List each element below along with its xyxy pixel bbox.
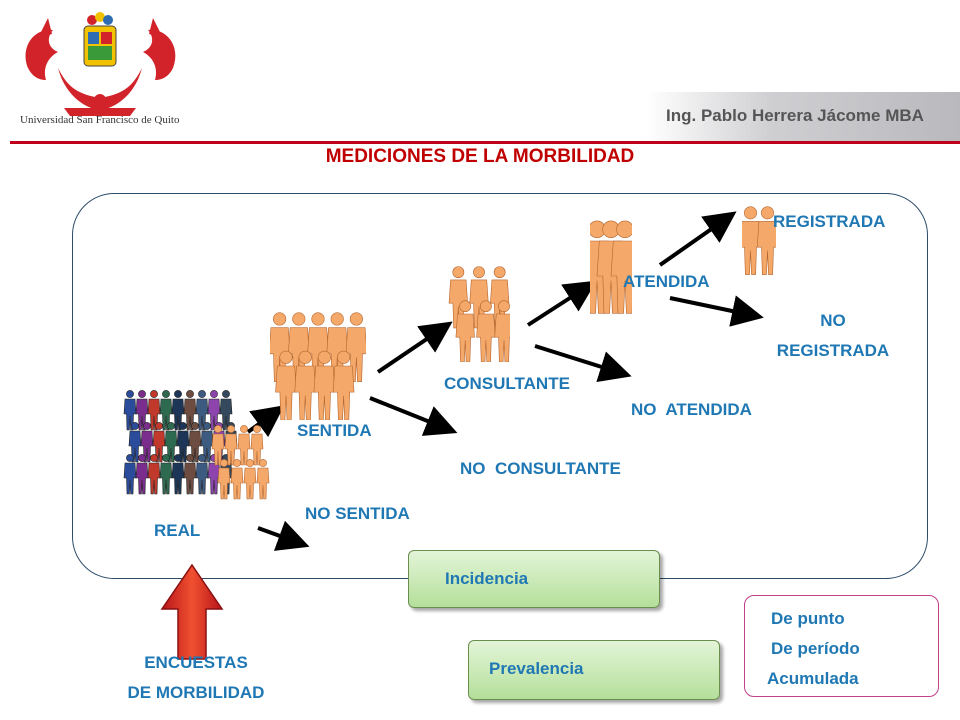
arrow-sentida-consultante [376,321,453,374]
person-figure [610,220,632,314]
label-no-registrada: NO REGISTRADA [760,306,906,366]
person-figure [237,425,251,466]
label-no-atendida: NO ATENDIDA [631,400,752,419]
person-figure [243,459,257,500]
person-figure [217,459,231,500]
person-figure [140,422,154,463]
author-name: Ing. Pablo Herrera Jácome MBA [666,106,924,125]
person-figure [159,390,173,431]
survey-label: ENCUESTAS DE MORBILIDAD [96,648,296,708]
person-figure [123,390,137,431]
type-de-punto: De punto [771,609,845,628]
person-figure [250,425,264,466]
arrow-consultante-noatendida [534,344,632,383]
survey-line1: ENCUESTAS [144,653,248,672]
person-figure [224,425,238,466]
person-figure [164,422,178,463]
person-figure [332,350,355,420]
incidencia-box: Incidencia [408,550,660,608]
person-figure [230,459,244,500]
person-figure [256,459,270,500]
person-figure [135,454,149,495]
person-figure [211,425,225,466]
crowd-registrada-icon [742,206,776,275]
crowd-consultante-icon [448,266,510,362]
person-figure [135,390,149,431]
person-figure [313,350,336,420]
crowd-sentida-icon [270,312,366,420]
person-figure [183,390,197,431]
person-figure [207,390,221,431]
person-figure [195,454,209,495]
type-acumulada: Acumulada [767,669,859,688]
header-rule [10,141,960,144]
crowd-real-icon [123,390,270,500]
measure-types-box: De punto De período Acumulada [744,595,939,697]
person-figure [123,454,137,495]
person-figure [275,350,297,420]
up-arrow-icon [160,563,224,660]
person-figure [147,454,161,495]
author-band [646,92,960,142]
person-figure [183,454,197,495]
person-figure [294,350,316,420]
page-title: MEDICIONES DE LA MORBILIDAD [325,146,635,167]
person-figure [171,454,185,495]
person-figure [188,422,202,463]
arrow-atendida-registrada [658,211,737,267]
arrow-consultante-atendida [526,280,597,327]
label-atendida: ATENDIDA [623,272,710,291]
person-figure [159,454,173,495]
survey-line2: DE MORBILIDAD [127,683,265,702]
label-no-registrada-line1: NO [820,311,846,330]
prevalencia-box: Prevalencia [468,640,720,700]
university-name: Universidad San Francisco de Quito [20,114,180,126]
arrow-atendida-noregistrada [669,295,764,327]
person-figure [219,390,233,431]
arrow-real-nosentida [257,520,310,551]
person-figure [152,422,166,463]
person-figure [128,422,142,463]
label-no-registrada-line2: REGISTRADA [776,341,890,360]
person-figure [494,300,510,362]
arrow-real-sentida [246,405,285,438]
university-logo [25,12,176,116]
person-figure [147,390,161,431]
person-figure [195,390,209,431]
crowd-atendida-icon [590,220,632,314]
type-de-periodo: De período [771,639,860,658]
arrow-sentida-noconsultante [369,396,458,436]
label-consultante: CONSULTANTE [444,374,570,393]
label-registrada: REGISTRADA [773,212,886,231]
person-figure [171,390,185,431]
label-no-consultante: NO CONSULTANTE [460,459,621,478]
label-real: REAL [154,521,201,540]
person-figure [176,422,190,463]
label-sentida: SENTIDA [297,421,372,440]
person-figure [455,300,475,362]
person-figure [756,206,776,275]
label-no-sentida: NO SENTIDA [305,504,410,523]
